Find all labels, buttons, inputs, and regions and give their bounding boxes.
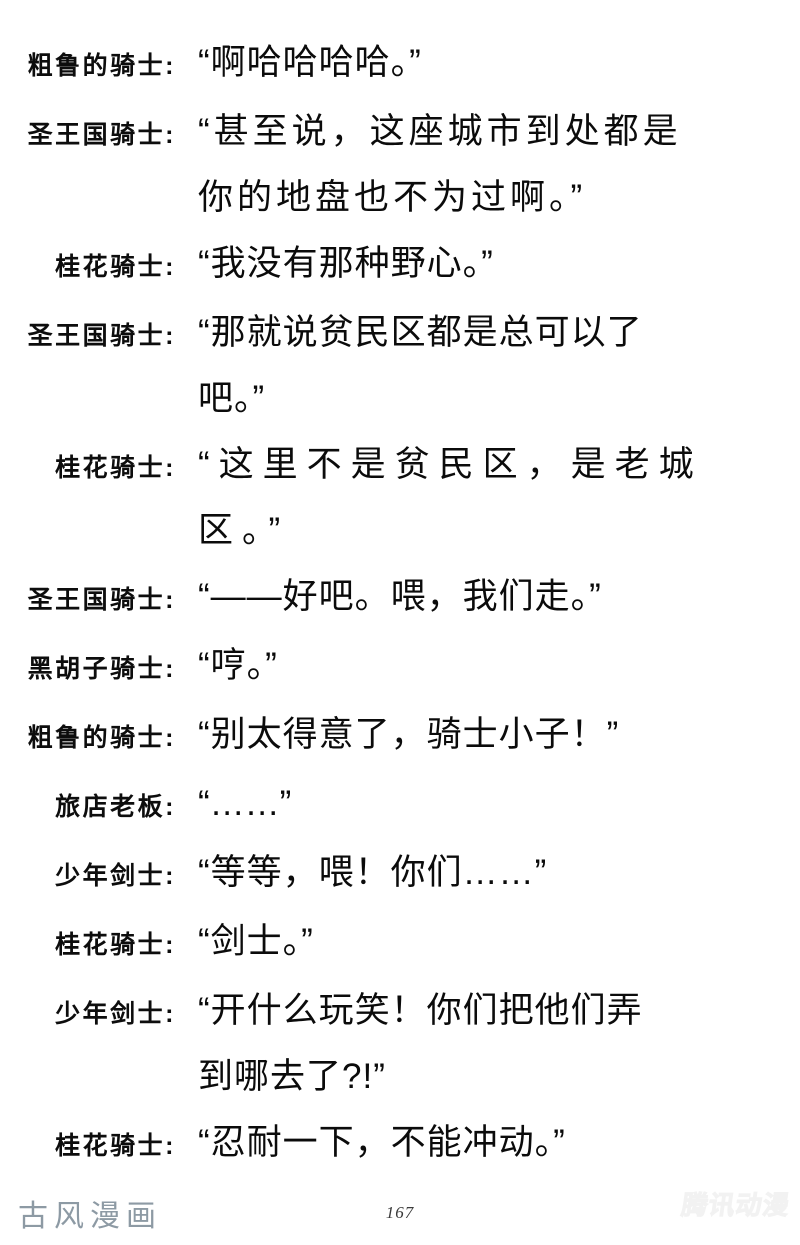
dialogue-row: 少年剑士:“开什么玩笑！你们把他们弄到哪去了?!” [0,978,800,1110]
speaker-label: 黑胡子骑士: [27,655,176,683]
dialogue-row: 圣王国骑士:“那就说贫民区都是总可以了吧。” [0,300,800,432]
dialogue-line: “……” [198,784,292,823]
speaker-label: 桂花骑士: [55,1132,176,1160]
page-footer: 古风漫画 167 腾讯动漫 [0,1185,800,1245]
dialogue-line: “忍耐一下，不能冲动。” [198,1123,566,1162]
speaker-label: 粗鲁的骑士: [27,52,176,80]
dialogue-entry: 粗鲁的骑士: “别太得意了，骑士小子！” [0,702,800,771]
dialogue-lines: “忍耐一下，不能冲动。” [176,1110,800,1176]
dialogue-lines: “别太得意了，骑士小子！” [176,702,800,768]
dialogue-entry: 黑胡子骑士: “哼。” [0,633,800,702]
page-number: 167 [385,1203,415,1222]
dialogue-row: 旅店老板: “……” [0,771,800,840]
dialogue-line: 到哪去了?!” [198,1057,386,1096]
dialogue-lines: “——好吧。喂，我们走。” [176,564,800,630]
dialogue-entry: 旅店老板: “……” [0,771,800,840]
speaker-label: 桂花骑士: [55,253,176,281]
dialogue-entry: 桂花骑士: “忍耐一下，不能冲动。” [0,1110,800,1179]
dialogue-line: “别太得意了，骑士小子！” [198,715,620,754]
dialogue-row: 桂花骑士: “我没有那种野心。” [0,231,800,300]
dialogue-lines: “啊哈哈哈哈。” [176,30,800,96]
dialogue-lines: “……” [176,771,800,837]
dialogue-row: 桂花骑士:“这里不是贫民区，是老城区。” [0,432,800,564]
dialogue-line: “剑士。” [198,922,314,961]
speaker-label: 旅店老板: [55,793,176,821]
dialogue-row: 桂花骑士: “忍耐一下，不能冲动。” [0,1110,800,1179]
dialogue-line: “等等，喂！你们……” [198,853,548,892]
dialogue-entry: 桂花骑士:“这里不是贫民区，是老城区。” [0,432,800,564]
dialogue-line: “啊哈哈哈哈。” [198,43,422,82]
dialogue-line: 你的地盘也不为过啊。” [198,178,587,217]
dialogue-line: 区。” [198,511,290,550]
dialogue-line: “——好吧。喂，我们走。” [198,577,602,616]
publisher-brand-mark: 古风漫画 [18,1200,162,1233]
dialogue-entry: 圣王国骑士: “——好吧。喂，我们走。” [0,564,800,633]
dialogue-line: “甚至说，这座城市到处都是 [198,112,682,151]
dialogue-entry: 少年剑士:“开什么玩笑！你们把他们弄到哪去了?!” [0,978,800,1110]
dialogue-row: 圣王国骑士: “——好吧。喂，我们走。” [0,564,800,633]
dialogue-row: 黑胡子骑士: “哼。” [0,633,800,702]
dialogue-entry: 桂花骑士: “剑士。” [0,909,800,978]
dialogue-row: 粗鲁的骑士: “别太得意了，骑士小子！” [0,702,800,771]
dialogue-line: “我没有那种野心。” [198,244,494,283]
dialogue-lines: “剑士。” [176,909,800,975]
dialogue-lines: “等等，喂！你们……” [176,840,800,906]
dialogue-row: 粗鲁的骑士: “啊哈哈哈哈。” [0,30,800,99]
tencent-comics-watermark: 腾讯动漫 [679,1190,792,1221]
dialogue-row: 桂花骑士: “剑士。” [0,909,800,978]
dialogue-row: 圣王国骑士:“甚至说，这座城市到处都是你的地盘也不为过啊。” [0,99,800,231]
dialogue-lines: “这里不是贫民区，是老城区。” [176,432,800,564]
dialogue-line: 吧。” [198,379,266,418]
dialogue-script: 粗鲁的骑士:“啊哈哈哈哈。”圣王国骑士:“甚至说，这座城市到处都是你的地盘也不为… [0,30,800,1179]
speaker-label: 圣王国骑士: [27,121,176,149]
dialogue-entry: 圣王国骑士:“甚至说，这座城市到处都是你的地盘也不为过啊。” [0,99,800,231]
dialogue-line: “开什么玩笑！你们把他们弄 [198,991,643,1030]
dialogue-lines: “那就说贫民区都是总可以了吧。” [176,300,800,432]
dialogue-line: “哼。” [198,646,278,685]
dialogue-entry: 圣王国骑士:“那就说贫民区都是总可以了吧。” [0,300,800,432]
speaker-label: 少年剑士: [55,862,176,890]
dialogue-lines: “我没有那种野心。” [176,231,800,297]
dialogue-entry: 少年剑士: “等等，喂！你们……” [0,840,800,909]
speaker-label: 圣王国骑士: [27,586,176,614]
speaker-label: 桂花骑士: [55,931,176,959]
speaker-label: 粗鲁的骑士: [27,724,176,752]
speaker-label: 圣王国骑士: [27,322,176,350]
dialogue-lines: “开什么玩笑！你们把他们弄到哪去了?!” [176,978,800,1110]
dialogue-lines: “甚至说，这座城市到处都是你的地盘也不为过啊。” [176,99,800,231]
speaker-label: 少年剑士: [55,1000,176,1028]
dialogue-line: “这里不是贫民区，是老城 [198,445,703,484]
dialogue-row: 少年剑士: “等等，喂！你们……” [0,840,800,909]
dialogue-entry: 桂花骑士: “我没有那种野心。” [0,231,800,300]
dialogue-lines: “哼。” [176,633,800,699]
dialogue-line: “那就说贫民区都是总可以了 [198,313,643,352]
speaker-label: 桂花骑士: [55,454,176,482]
dialogue-entry: 粗鲁的骑士: “啊哈哈哈哈。” [0,30,800,99]
